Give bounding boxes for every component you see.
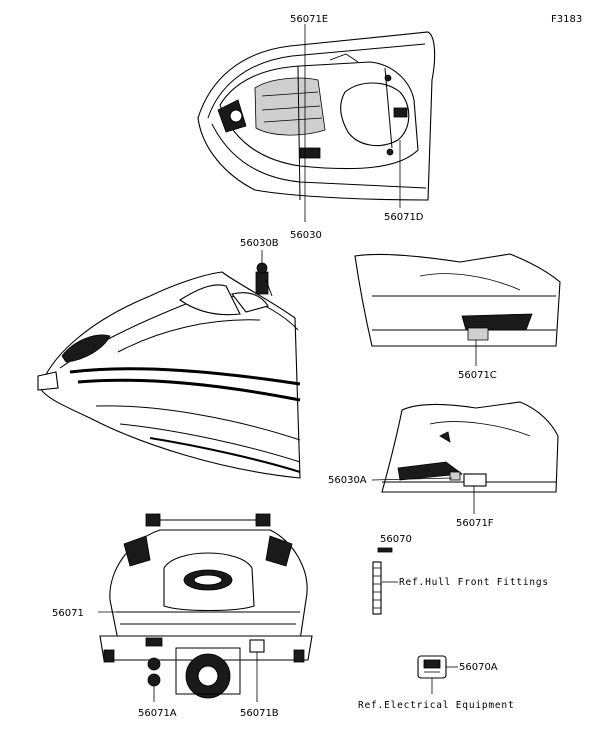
side-detail-56071C — [354, 253, 561, 347]
part-56070A — [417, 655, 447, 679]
side-view-front — [37, 262, 301, 479]
label-56071A: 56071A — [138, 708, 177, 719]
label-56071: 56071 — [52, 608, 84, 619]
label-56071B: 56071B — [240, 708, 279, 719]
label-56071C: 56071C — [458, 370, 497, 381]
part-56070 — [372, 547, 393, 615]
label-56070: 56070 — [380, 534, 412, 545]
label-56030A: 56030A — [328, 475, 367, 486]
label-56071D: 56071D — [384, 212, 424, 223]
ref-electrical-equipment: Ref.Electrical Equipment — [358, 700, 514, 711]
label-56071E: 56071E — [290, 14, 328, 25]
top-view-deck — [197, 31, 436, 201]
label-56030: 56030 — [290, 230, 322, 241]
label-56070A: 56070A — [459, 662, 498, 673]
label-56030B: 56030B — [240, 238, 279, 249]
leader-56030A — [371, 477, 453, 481]
ref-hull-front-fittings: Ref.Hull Front Fittings — [399, 577, 549, 588]
side-detail-56071F — [381, 401, 559, 493]
figure-code: F3183 — [551, 14, 582, 25]
rear-view — [99, 513, 313, 699]
label-56071F: 56071F — [456, 518, 494, 529]
